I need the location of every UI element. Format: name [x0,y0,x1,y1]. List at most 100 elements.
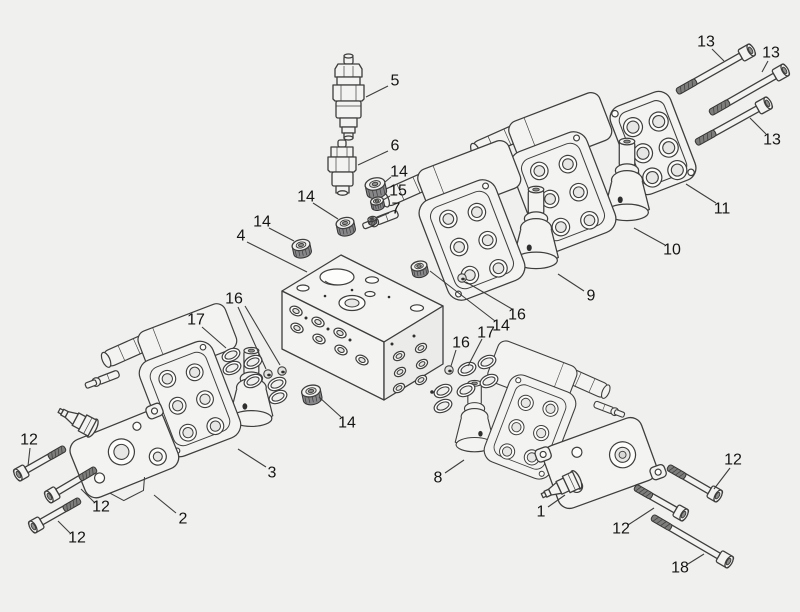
callout-12: 12 [57,520,86,547]
part-14-plug [364,177,388,200]
part-4-manifold-block [281,254,444,401]
part-17-oring [243,373,263,389]
callout-13: 13 [761,45,780,73]
part-16-ball [457,273,467,283]
part-17-oring [457,361,477,377]
callout-number: 6 [391,138,400,155]
callout-number: 12 [20,432,38,449]
callout-13: 13 [697,34,725,62]
part-17-oring [221,347,241,363]
callout-1: 1 [537,494,566,521]
part-5-relief-valve-cartridge [332,53,365,141]
callout-15: 15 [382,183,407,201]
callout-number: 13 [763,132,781,149]
callout-9: 9 [557,273,596,305]
callout-11: 11 [685,183,731,218]
callout-number: 12 [92,499,110,516]
fasteners-layer [12,43,791,569]
part-12-bolt [27,497,82,534]
callout-number: 10 [663,242,681,259]
part-17-oring [222,360,242,376]
callout-12: 12 [20,432,38,467]
callout-14: 14 [429,270,510,335]
part-2-valve-end-section [53,400,180,502]
callout-4: 4 [237,228,308,273]
callout-number: 7 [392,201,401,218]
part-17-oring [477,354,497,370]
part-17-oring [479,373,499,389]
callout-2: 2 [153,494,188,528]
callout-number: 9 [587,288,596,305]
callout-17: 17 [467,325,495,367]
callout-number: 12 [612,521,630,538]
callout-number: 14 [253,214,271,231]
part-18-bolt [650,514,735,569]
callout-10: 10 [633,227,681,259]
callout-16: 16 [450,335,470,367]
callout-7: 7 [376,201,401,219]
callout-3: 3 [237,448,277,482]
callout-17: 17 [187,312,227,349]
callout-number: 18 [671,560,689,577]
part-17-oring [433,398,453,414]
part-14-plug [410,260,429,279]
callout-12: 12 [80,488,110,516]
part-17-oring [433,383,453,399]
callout-8: 8 [434,459,465,487]
part-6-valve-cartridge [327,139,357,196]
callout-14: 14 [384,164,408,183]
callout-number: 12 [724,452,742,469]
callout-16: 16 [465,281,526,324]
callout-number: 17 [187,312,205,329]
callout-number: 3 [268,465,277,482]
part-16-ball [277,366,287,376]
part-13-bolt [675,43,757,95]
callout-number: 2 [179,511,188,528]
callout-number: 13 [762,45,780,62]
callout-number: 15 [389,183,407,200]
callout-number: 14 [390,164,408,181]
part-17-oring [268,389,288,405]
manifold-right-face-ports [390,334,434,394]
callout-12: 12 [612,507,655,538]
callout-number: 14 [297,189,315,206]
callout-number: 5 [391,73,400,90]
callout-6: 6 [357,138,400,166]
part-16-ball [444,365,454,375]
part-17-oring [456,382,476,398]
callout-14: 14 [318,396,356,432]
part-14-plug [291,238,312,259]
part-16-ball [263,369,273,379]
callouts-layer: 5614157141441617131313111091614171614321… [20,34,781,577]
callout-16: 16 [225,291,281,370]
callout-number: 11 [714,201,731,218]
callout-number: 8 [434,470,443,487]
part-12-bolt [633,484,690,522]
part-7-plug [367,215,378,226]
part-13-bolt [694,96,774,146]
part-14-plug [300,384,323,406]
manifold-left-face-ports [289,305,369,366]
callout-13: 13 [749,117,781,149]
part-12-bolt [666,464,724,503]
part-17-oring [267,376,287,392]
part-12-bolt [12,445,67,482]
callout-number: 4 [237,228,246,245]
callout-5: 5 [365,73,400,98]
callout-number: 14 [492,318,510,335]
callout-12: 12 [713,452,742,490]
part-13-bolt [708,63,791,116]
part-14-plug [335,216,356,237]
small-parts-layer [221,177,499,414]
callout-14: 14 [253,214,295,242]
callout-18: 18 [671,553,705,577]
part-1-valve-end-section [534,416,667,510]
callout-number: 16 [225,291,243,308]
callout-number: 1 [537,504,546,521]
callout-number: 12 [68,530,86,547]
callout-number: 13 [697,34,715,51]
callout-number: 14 [338,415,356,432]
callout-14: 14 [297,189,339,220]
